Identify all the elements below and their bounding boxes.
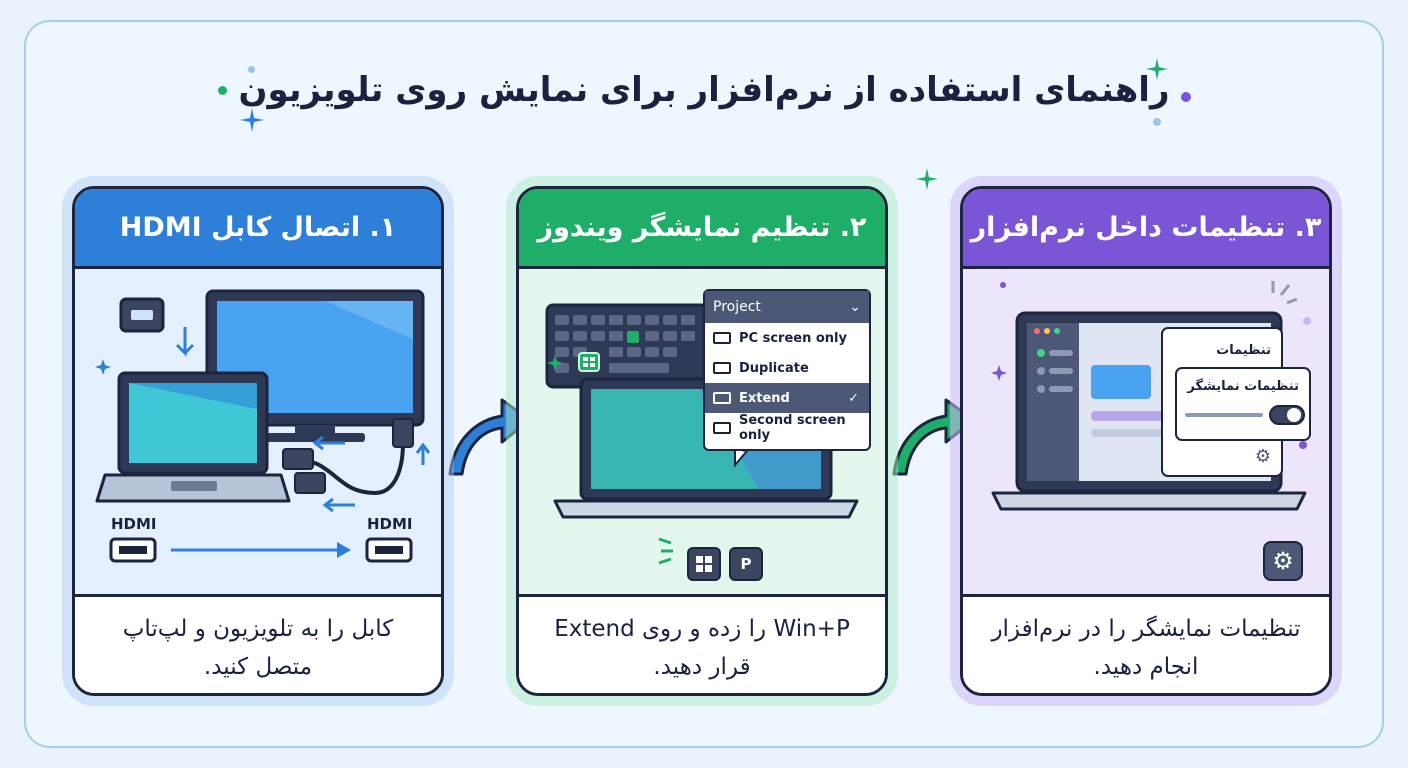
step-1-heading: ۱. اتصال کابل HDMI [75, 189, 441, 269]
toggle-icon[interactable] [1269, 405, 1305, 425]
sparkle-icon [240, 108, 264, 132]
project-menu-title: Project [713, 299, 761, 315]
extend-icon [713, 392, 731, 404]
chevron-down-icon: ⌄ [849, 299, 861, 315]
p-key: P [729, 547, 763, 581]
step-2-caption-line2: قرار دهید. [653, 654, 751, 680]
gear-icon[interactable]: ⚙ [1254, 446, 1271, 467]
sparkle-icon [1146, 58, 1168, 80]
sparkle-icon [916, 168, 938, 190]
menu-item-pc-screen-only[interactable]: PC screen only [705, 323, 869, 353]
menu-item-label: Second screen only [739, 413, 846, 443]
page-title: راهنمای استفاده از نرم‌افزار برای نمایش … [238, 70, 1170, 110]
toggle-knob [1287, 408, 1301, 422]
decor-dot [248, 66, 255, 73]
step-3-caption-line2: انجام دهید. [1093, 654, 1199, 680]
step-2-illustration: Project ⌄ PC screen only Duplicate Exten… [519, 269, 885, 594]
step-2-heading: ۲. تنظیم نمایشگر ویندوز [519, 189, 885, 269]
step-3-heading: ۳. تنظیمات داخل نرم‌افزار [963, 189, 1329, 269]
display-settings-label: تنظیمات نمایشگر [1187, 379, 1299, 394]
step-card-3: ۳. تنظیمات داخل نرم‌افزار تنظیمات ⚙ تنظی… [960, 186, 1332, 696]
gear-icon[interactable]: ⚙ [1263, 541, 1303, 581]
hdmi-label-left: HDMI [111, 515, 157, 533]
step-2-caption: Win+P را زده و روی Extend قرار دهید. [519, 594, 885, 693]
step-1-caption-line2: متصل کنید. [203, 654, 313, 680]
second-screen-icon [713, 422, 731, 434]
step-3-caption-line1: تنظیمات نمایشگر را در نرم‌افزار [991, 616, 1301, 642]
step-card-2: ۲. تنظیم نمایشگر ویندوز [516, 186, 888, 696]
step-3-caption: تنظیمات نمایشگر را در نرم‌افزار انجام دهی… [963, 594, 1329, 693]
check-icon: ✓ [848, 390, 859, 406]
decor-dot [218, 86, 227, 95]
display-settings-card: تنظیمات نمایشگر [1175, 367, 1311, 441]
step-card-1: ۱. اتصال کابل HDMI [72, 186, 444, 696]
menu-item-second-screen-only[interactable]: Second screen only [705, 413, 869, 443]
step-1-illustration: HDMI HDMI [75, 269, 441, 594]
step-3-illustration: تنظیمات ⚙ تنظیمات نمایشگر ⚙ [963, 269, 1329, 594]
decor-dot [1153, 118, 1161, 126]
step-2-caption-line1: Win+P را زده و روی Extend [554, 616, 850, 642]
menu-item-extend[interactable]: Extend ✓ [705, 383, 869, 413]
project-menu-header[interactable]: Project ⌄ [705, 291, 869, 323]
menu-item-label: PC screen only [739, 330, 847, 346]
windows-key-icon [687, 547, 721, 581]
hdmi-label-right: HDMI [367, 515, 413, 533]
settings-title: تنظیمات [1216, 343, 1271, 358]
project-menu[interactable]: Project ⌄ PC screen only Duplicate Exten… [703, 289, 871, 451]
menu-item-label: Duplicate [739, 360, 809, 376]
step-1-caption-line1: کابل را به تلویزیون و لپ‌تاپ [122, 616, 394, 642]
step-1-caption: کابل را به تلویزیون و لپ‌تاپ متصل کنید. [75, 594, 441, 693]
decor-dot [1181, 92, 1191, 102]
menu-item-label: Extend [739, 390, 790, 406]
menu-item-duplicate[interactable]: Duplicate [705, 353, 869, 383]
monitor-icon [713, 332, 731, 344]
duplicate-icon [713, 362, 731, 374]
slider-track[interactable] [1185, 413, 1263, 417]
